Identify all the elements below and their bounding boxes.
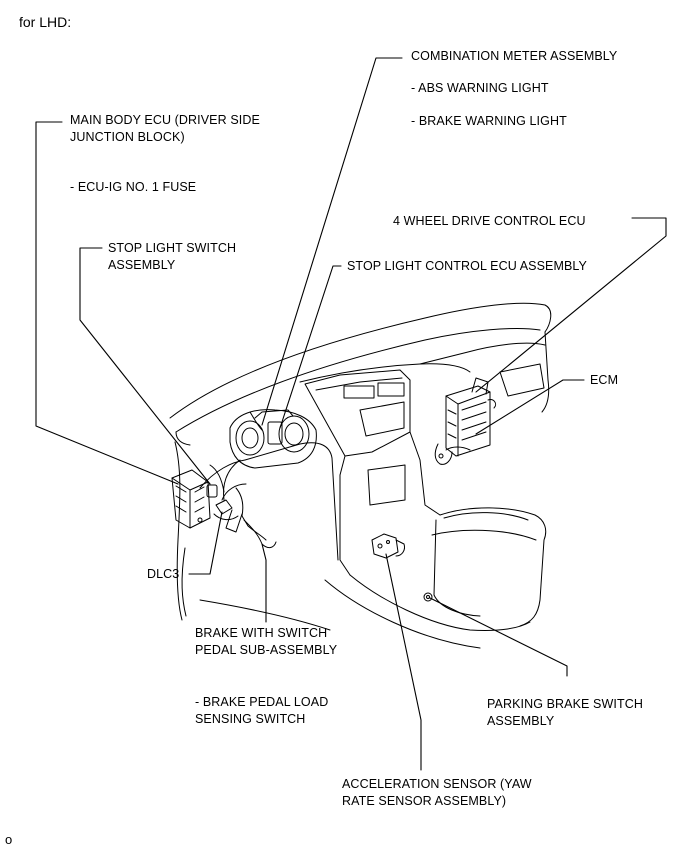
label-main-body-ecu: MAIN BODY ECU (DRIVER SIDE JUNCTION BLOC…	[70, 113, 260, 144]
acceleration-sensor-drawing	[371, 533, 405, 559]
leader-acceleration-sensor	[385, 553, 422, 771]
dashboard-outline	[169, 302, 552, 621]
leader-stop-light-control-ecu	[279, 265, 342, 429]
leader-main-body-ecu	[35, 121, 179, 485]
parking-brake-switch-drawing	[423, 592, 433, 602]
label-combination-meter: COMBINATION METER ASSEMBLY	[411, 49, 618, 63]
vehicle-variant-title: for LHD:	[19, 14, 72, 30]
label-brake-warning-light: - BRAKE WARNING LIGHT	[411, 114, 567, 128]
leader-parking-brake	[429, 597, 568, 677]
leader-four-wd-ecu	[475, 217, 667, 393]
label-dlc3: DLC3	[147, 567, 180, 581]
label-ecu-ig-fuse: - ECU-IG NO. 1 FUSE	[70, 180, 197, 194]
main-body-ecu-drawing	[171, 469, 211, 529]
leader-lines	[35, 57, 667, 771]
leader-dlc3	[188, 511, 223, 575]
ecm-drawing	[434, 443, 471, 465]
leader-brake-pedal	[261, 543, 267, 623]
label-brake-pedal: BRAKE WITH SWITCH PEDAL SUB-ASSEMBLY	[195, 626, 338, 657]
center-console-outline	[199, 369, 547, 649]
label-stop-light-control-ecu: STOP LIGHT CONTROL ECU ASSEMBLY	[347, 259, 587, 273]
label-abs-warning-light: - ABS WARNING LIGHT	[411, 81, 549, 95]
label-parking-brake-switch: PARKING BRAKE SWITCH ASSEMBLY	[487, 697, 643, 728]
combination-meter-drawing	[229, 409, 317, 469]
figure-code: o	[5, 832, 13, 847]
label-brake-pedal-load-switch: - BRAKE PEDAL LOAD SENSING SWITCH	[195, 695, 329, 726]
leader-stop-light-switch	[79, 247, 211, 485]
brake-pedal-drawing	[206, 464, 277, 549]
label-four-wd-control-ecu: 4 WHEEL DRIVE CONTROL ECU	[393, 214, 586, 228]
label-ecm: ECM	[590, 373, 619, 387]
label-acceleration-sensor: ACCELERATION SENSOR (YAW RATE SENSOR ASS…	[342, 777, 532, 808]
leader-ecm	[475, 379, 585, 435]
leader-combination-meter	[261, 57, 403, 426]
label-stop-light-switch: STOP LIGHT SWITCH ASSEMBLY	[108, 241, 237, 272]
four-wd-ecu-drawing	[445, 377, 497, 457]
